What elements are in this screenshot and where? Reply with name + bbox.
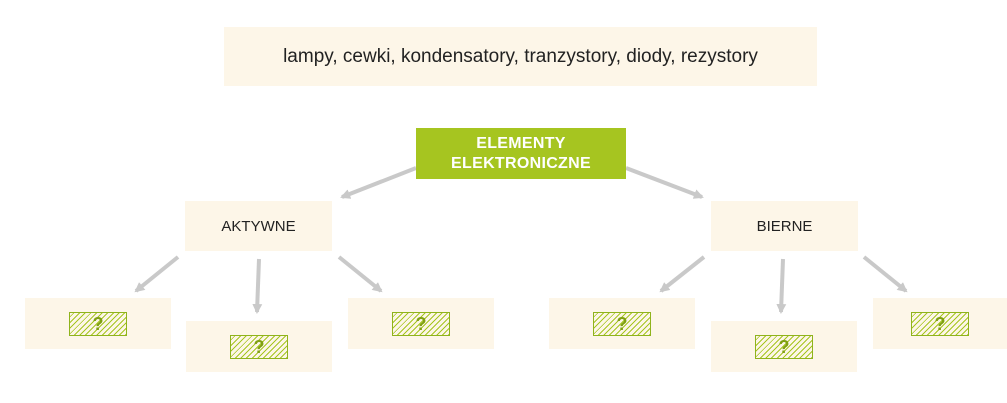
arrow-root-to-active xyxy=(340,166,417,199)
root-title-line-1: ELEMENTY xyxy=(476,134,566,152)
answer-slot-passive-2[interactable]: ? xyxy=(711,321,857,372)
arrow-active-to-slot-3 xyxy=(337,255,383,293)
root-title-line-2: ELEKTRONICZNE xyxy=(451,154,591,172)
components-list-text: lampy, cewki, kondensatory, tranzystory,… xyxy=(283,45,758,67)
answer-placeholder[interactable]: ? xyxy=(593,311,651,336)
category-active: AKTYWNE xyxy=(185,201,332,251)
answer-placeholder[interactable]: ? xyxy=(69,311,127,336)
category-active-label: AKTYWNE xyxy=(221,217,296,235)
root-node-electronic-elements: ELEMENTY ELEKTRONICZNE xyxy=(416,128,626,179)
arrow-active-to-slot-1 xyxy=(134,255,180,293)
answer-slot-passive-1[interactable]: ? xyxy=(549,298,695,349)
answer-placeholder[interactable]: ? xyxy=(755,334,813,359)
answer-slot-active-1[interactable]: ? xyxy=(25,298,171,349)
arrow-passive-to-slot-4 xyxy=(659,255,706,293)
answer-slot-active-2[interactable]: ? xyxy=(186,321,332,372)
category-passive: BIERNE xyxy=(711,201,858,251)
answer-placeholder[interactable]: ? xyxy=(230,334,288,359)
components-list-box: lampy, cewki, kondensatory, tranzystory,… xyxy=(224,27,817,86)
answer-slot-active-3[interactable]: ? xyxy=(348,298,494,349)
answer-placeholder[interactable]: ? xyxy=(392,311,450,336)
answer-slot-passive-3[interactable]: ? xyxy=(873,298,1007,349)
arrow-passive-to-slot-6 xyxy=(862,255,908,293)
arrow-active-to-slot-2 xyxy=(252,258,263,314)
arrow-root-to-passive xyxy=(625,166,704,199)
answer-placeholder[interactable]: ? xyxy=(911,311,969,336)
category-passive-label: BIERNE xyxy=(756,217,813,235)
arrow-passive-to-slot-5 xyxy=(776,258,787,314)
